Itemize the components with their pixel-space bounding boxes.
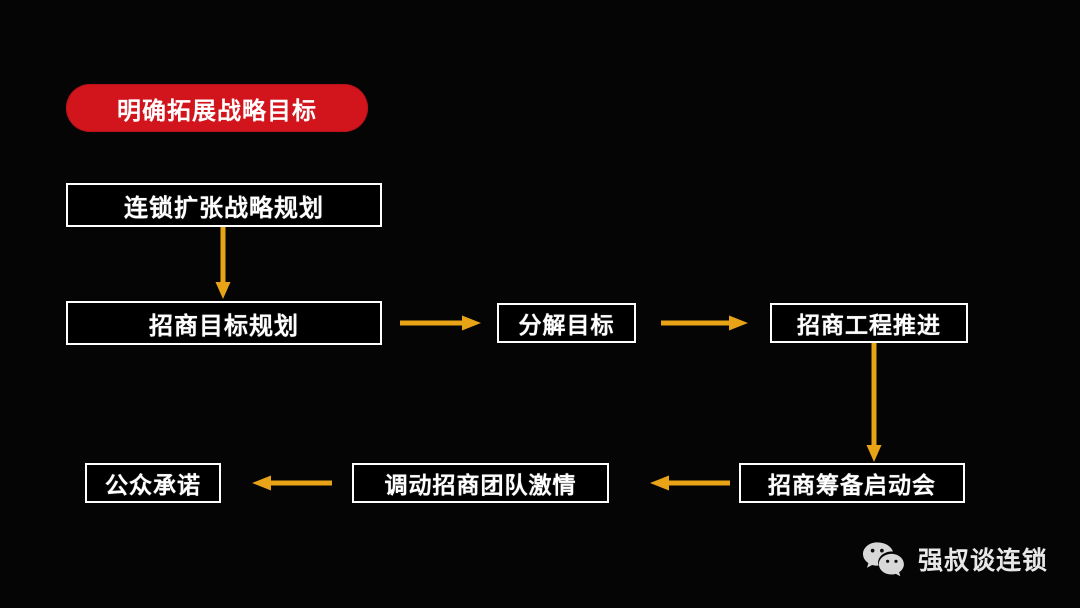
arrow-push-to-kickoff — [866, 343, 882, 463]
node-label: 连锁扩张战略规划 — [124, 194, 324, 222]
node-label: 分解目标 — [518, 312, 615, 338]
node-motivate-team: 调动招商团队激情 — [352, 463, 609, 503]
watermark-label: 强叔谈连锁 — [918, 547, 1049, 575]
node-label: 公众承诺 — [105, 472, 201, 498]
section-badge: 明确拓展战略目标 — [66, 84, 368, 132]
arrow-decompose-to-push — [661, 315, 749, 331]
node-label: 调动招商团队激情 — [384, 472, 577, 498]
arrow-kickoff-to-motivate — [650, 475, 730, 491]
node-label: 招商目标规划 — [149, 312, 299, 340]
node-investment-kickoff: 招商筹备启动会 — [739, 463, 965, 503]
node-decompose-targets: 分解目标 — [497, 303, 636, 343]
arrow-motivate-to-public — [252, 475, 332, 491]
section-badge-label: 明确拓展战略目标 — [117, 97, 317, 125]
node-label: 招商工程推进 — [797, 312, 941, 338]
node-label: 招商筹备启动会 — [768, 472, 936, 498]
node-investment-project-push: 招商工程推进 — [770, 303, 968, 343]
node-investment-target-plan: 招商目标规划 — [66, 301, 382, 345]
node-chain-expansion-strategy: 连锁扩张战略规划 — [66, 183, 382, 227]
arrow-strategy-to-target — [215, 227, 231, 300]
wechat-icon — [862, 541, 906, 577]
watermark: 强叔谈连锁 — [862, 541, 1048, 577]
node-public-commitment: 公众承诺 — [85, 463, 221, 503]
arrow-target-to-decompose — [400, 315, 482, 331]
